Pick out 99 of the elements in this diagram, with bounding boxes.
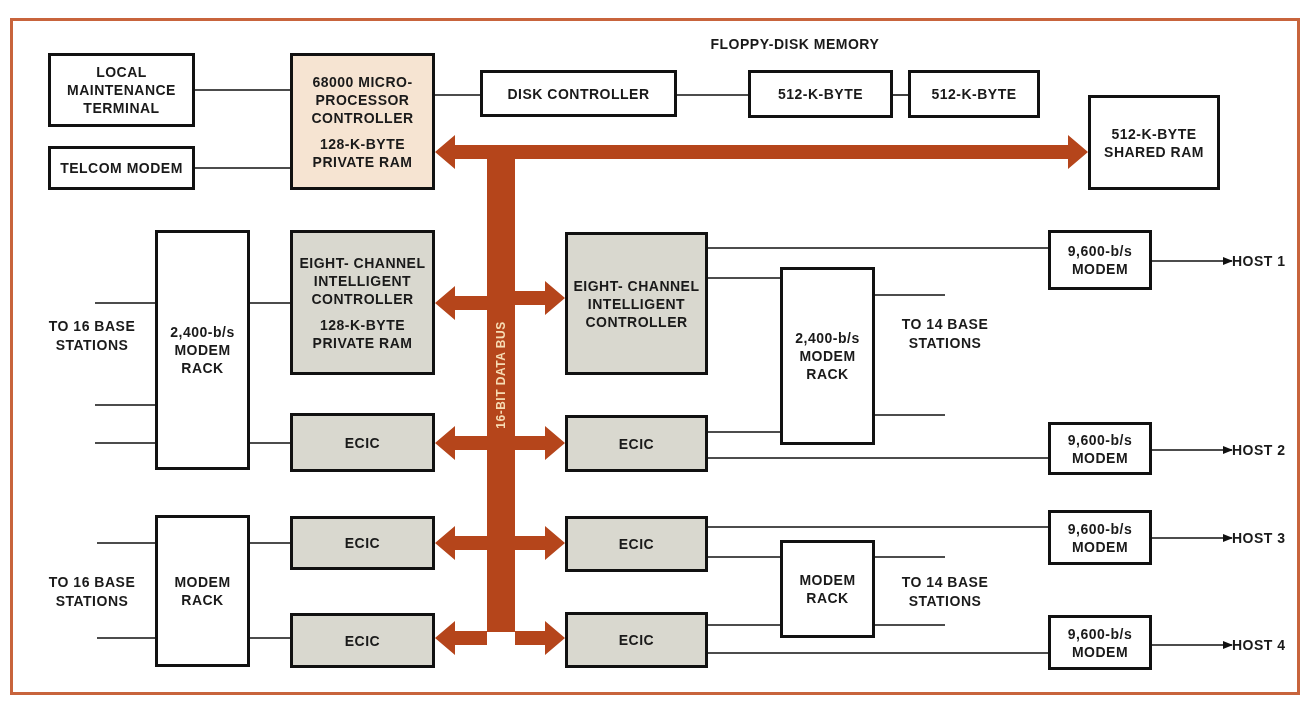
block-label: EIGHT- CHANNEL INTELLIGENT CONTROLLER — [298, 253, 427, 308]
connector-line — [707, 277, 781, 279]
block-label: 9,600-b/s MODEM — [1066, 242, 1134, 278]
data-bus-bar — [487, 145, 515, 632]
connector-line — [249, 442, 291, 444]
bus-arrow — [515, 526, 565, 560]
processor-box — [290, 53, 435, 190]
host-label: HOST 1 — [1232, 250, 1302, 272]
block-box — [780, 540, 875, 638]
block-box — [1048, 615, 1152, 670]
connector-line — [249, 542, 291, 544]
connector-line — [434, 94, 481, 96]
bus-arrow — [435, 621, 487, 655]
host-label: HOST 2 — [1232, 439, 1302, 461]
bus-arrow — [435, 135, 487, 169]
annotation-label: TO 16 BASE STATIONS — [47, 573, 137, 611]
arrow — [1151, 641, 1233, 649]
block-label: MODEM RACK — [173, 573, 232, 609]
block-box — [780, 267, 875, 445]
block-label: 68000 MICRO- PROCESSOR CONTROLLER — [310, 72, 415, 127]
block-box — [155, 515, 250, 667]
connector-line — [194, 89, 291, 91]
connector-line — [94, 404, 156, 406]
connector-line — [707, 652, 1049, 654]
controller-box — [565, 232, 708, 375]
block-box — [48, 53, 195, 127]
arrow — [1151, 446, 1233, 454]
controller-box — [290, 413, 435, 472]
block-label: 512-K-BYTE — [930, 85, 1018, 103]
block-label: EIGHT- CHANNEL INTELLIGENT CONTROLLER — [572, 276, 701, 331]
annotation-label: FLOPPY-DISK MEMORY — [710, 35, 880, 54]
connector-line — [96, 542, 156, 544]
connector-line — [707, 431, 781, 433]
block-label: ECIC — [343, 534, 382, 552]
bus-arrow — [515, 426, 565, 460]
block-box — [480, 70, 677, 117]
connector-line — [94, 442, 156, 444]
block-label: 512-K-BYTE — [776, 85, 865, 103]
connector-line — [249, 302, 291, 304]
block-label: LOCAL MAINTENANCE TERMINAL — [66, 63, 177, 117]
bus-arrow — [435, 286, 487, 320]
connector-line — [707, 556, 781, 558]
host-label: HOST 3 — [1232, 527, 1302, 549]
connector-line — [874, 414, 946, 416]
block-label: 9,600-b/s MODEM — [1066, 624, 1134, 661]
block-label: 128-K-BYTE PRIVATE RAM — [311, 315, 414, 352]
arrow — [1151, 534, 1233, 542]
block-box — [1048, 230, 1152, 290]
connector-line — [707, 526, 1049, 528]
block-label: 128-K-BYTE PRIVATE RAM — [311, 134, 414, 171]
controller-box — [565, 516, 708, 572]
connector-line — [892, 94, 909, 96]
block-label: ECIC — [617, 631, 656, 649]
connector-line — [249, 637, 291, 639]
block-label: ECIC — [617, 434, 656, 453]
block-box — [748, 70, 893, 118]
controller-box — [565, 415, 708, 472]
connector-line — [96, 637, 156, 639]
block-label: ECIC — [617, 535, 656, 553]
connector-line — [194, 167, 291, 169]
bus-label: 16-BIT DATA BUS — [493, 321, 509, 429]
controller-box — [290, 230, 435, 375]
connector-line — [707, 247, 1049, 249]
arrow — [1151, 257, 1233, 265]
bus-arrow — [515, 135, 1088, 169]
block-label: TELCOM MODEM — [59, 159, 184, 177]
block-label: ECIC — [343, 433, 382, 452]
block-label: MODEM RACK — [798, 571, 857, 607]
controller-box — [290, 613, 435, 668]
host-label: HOST 4 — [1232, 634, 1302, 656]
block-box — [1048, 422, 1152, 475]
block-label: 9,600-b/s MODEM — [1066, 519, 1134, 556]
block-label: DISK CONTROLLER — [506, 84, 651, 103]
block-label: 9,600-b/s MODEM — [1066, 430, 1134, 467]
connector-line — [707, 457, 1049, 459]
controller-box — [565, 612, 708, 668]
block-label: 2,400-b/s MODEM RACK — [794, 329, 861, 383]
connector-line — [874, 294, 946, 296]
controller-box — [290, 516, 435, 570]
block-label: 2,400-b/s MODEM RACK — [169, 323, 236, 377]
block-box — [155, 230, 250, 470]
block-label: 512-K-BYTE SHARED RAM — [1103, 124, 1205, 161]
annotation-label: TO 14 BASE STATIONS — [900, 315, 990, 353]
bus-arrow — [515, 281, 565, 315]
connector-line — [94, 302, 156, 304]
connector-line — [874, 556, 946, 558]
annotation-label: TO 14 BASE STATIONS — [900, 573, 990, 611]
bus-arrow — [435, 526, 487, 560]
bus-arrow — [515, 621, 565, 655]
connector-line — [676, 94, 749, 96]
block-box — [908, 70, 1040, 118]
block-label: ECIC — [343, 631, 382, 650]
block-box — [1048, 510, 1152, 565]
bus-arrow — [435, 426, 487, 460]
connector-line — [874, 624, 946, 626]
connector-line — [707, 624, 781, 626]
block-box — [48, 146, 195, 190]
block-box — [1088, 95, 1220, 190]
annotation-label: TO 16 BASE STATIONS — [47, 317, 137, 355]
